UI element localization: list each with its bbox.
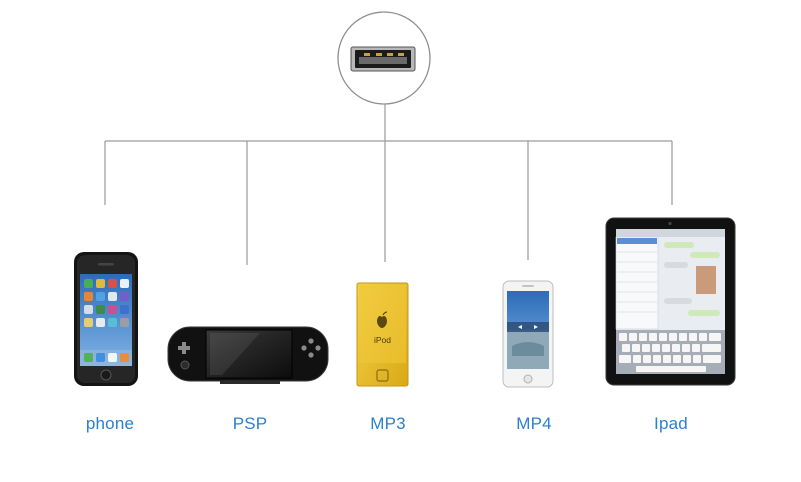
music-player-icon: iPod [356, 282, 409, 387]
tablet-icon [605, 217, 736, 386]
smartphone-icon [74, 252, 138, 386]
ipod-device-text: iPod [374, 335, 391, 345]
media-player-icon [502, 280, 554, 388]
device-label-mp4: MP4 [516, 414, 552, 433]
device-label-phone: phone [85, 414, 135, 433]
connector-tree [104, 104, 673, 265]
usb-port-icon [337, 11, 431, 105]
device-label-ipad: Ipad [654, 414, 688, 433]
device-label-mp3: MP3 [370, 414, 406, 433]
handheld-console-icon [167, 326, 329, 384]
device-label-psp: PSP [232, 414, 268, 433]
